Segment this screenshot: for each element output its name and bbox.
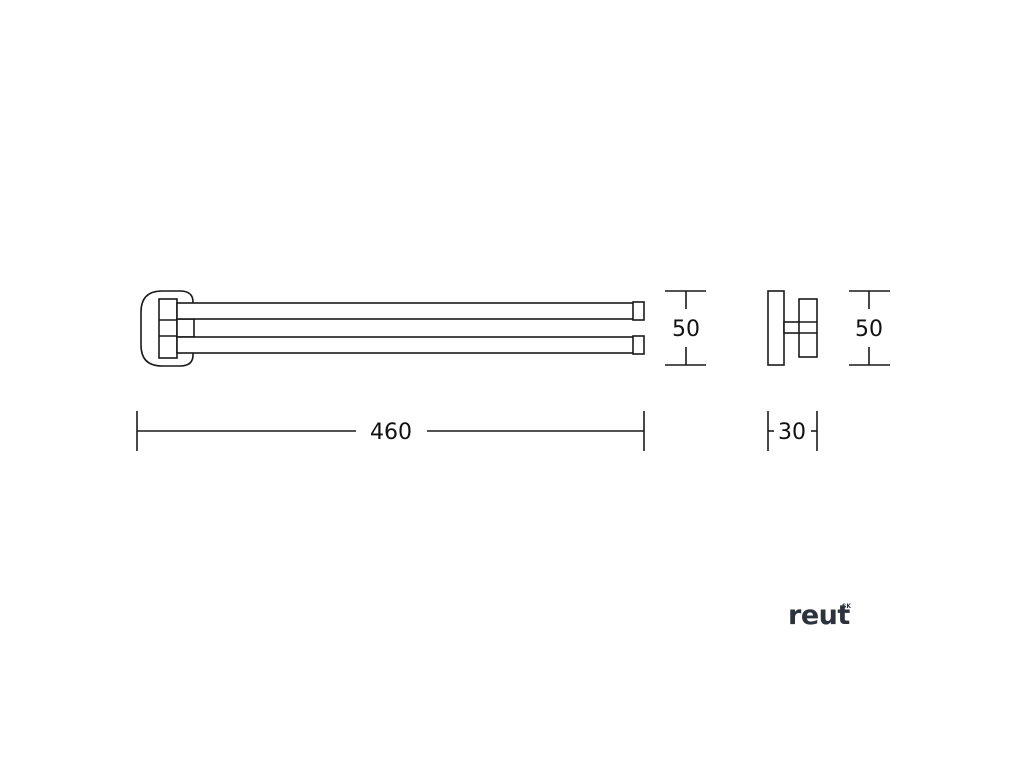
side-height-dimension: 50 bbox=[849, 290, 890, 366]
side-connector bbox=[783, 321, 801, 334]
lower-arm-end-cap bbox=[632, 335, 645, 355]
width-label: 460 bbox=[370, 420, 412, 445]
front-view: 50 460 bbox=[136, 290, 706, 451]
brand-logo: reut SK bbox=[788, 600, 851, 631]
bracket-plate bbox=[158, 298, 178, 359]
upper-arm-end-cap bbox=[632, 301, 645, 321]
depth-dimension: 30 bbox=[767, 411, 818, 451]
lower-arm bbox=[176, 336, 635, 354]
side-arm-block bbox=[798, 298, 818, 358]
logo-text: reut bbox=[788, 600, 850, 631]
hinge-block bbox=[176, 318, 195, 338]
front-height-label: 50 bbox=[672, 317, 700, 342]
width-dimension: 460 bbox=[136, 411, 645, 451]
side-view: 50 30 bbox=[767, 290, 890, 451]
logo-superscript: SK bbox=[842, 603, 851, 610]
wall-bracket-outline bbox=[140, 290, 194, 367]
front-height-dimension: 50 bbox=[665, 290, 706, 366]
side-wall-plate bbox=[767, 290, 785, 366]
depth-label: 30 bbox=[778, 420, 806, 445]
side-height-label: 50 bbox=[855, 317, 883, 342]
upper-arm bbox=[176, 302, 635, 320]
